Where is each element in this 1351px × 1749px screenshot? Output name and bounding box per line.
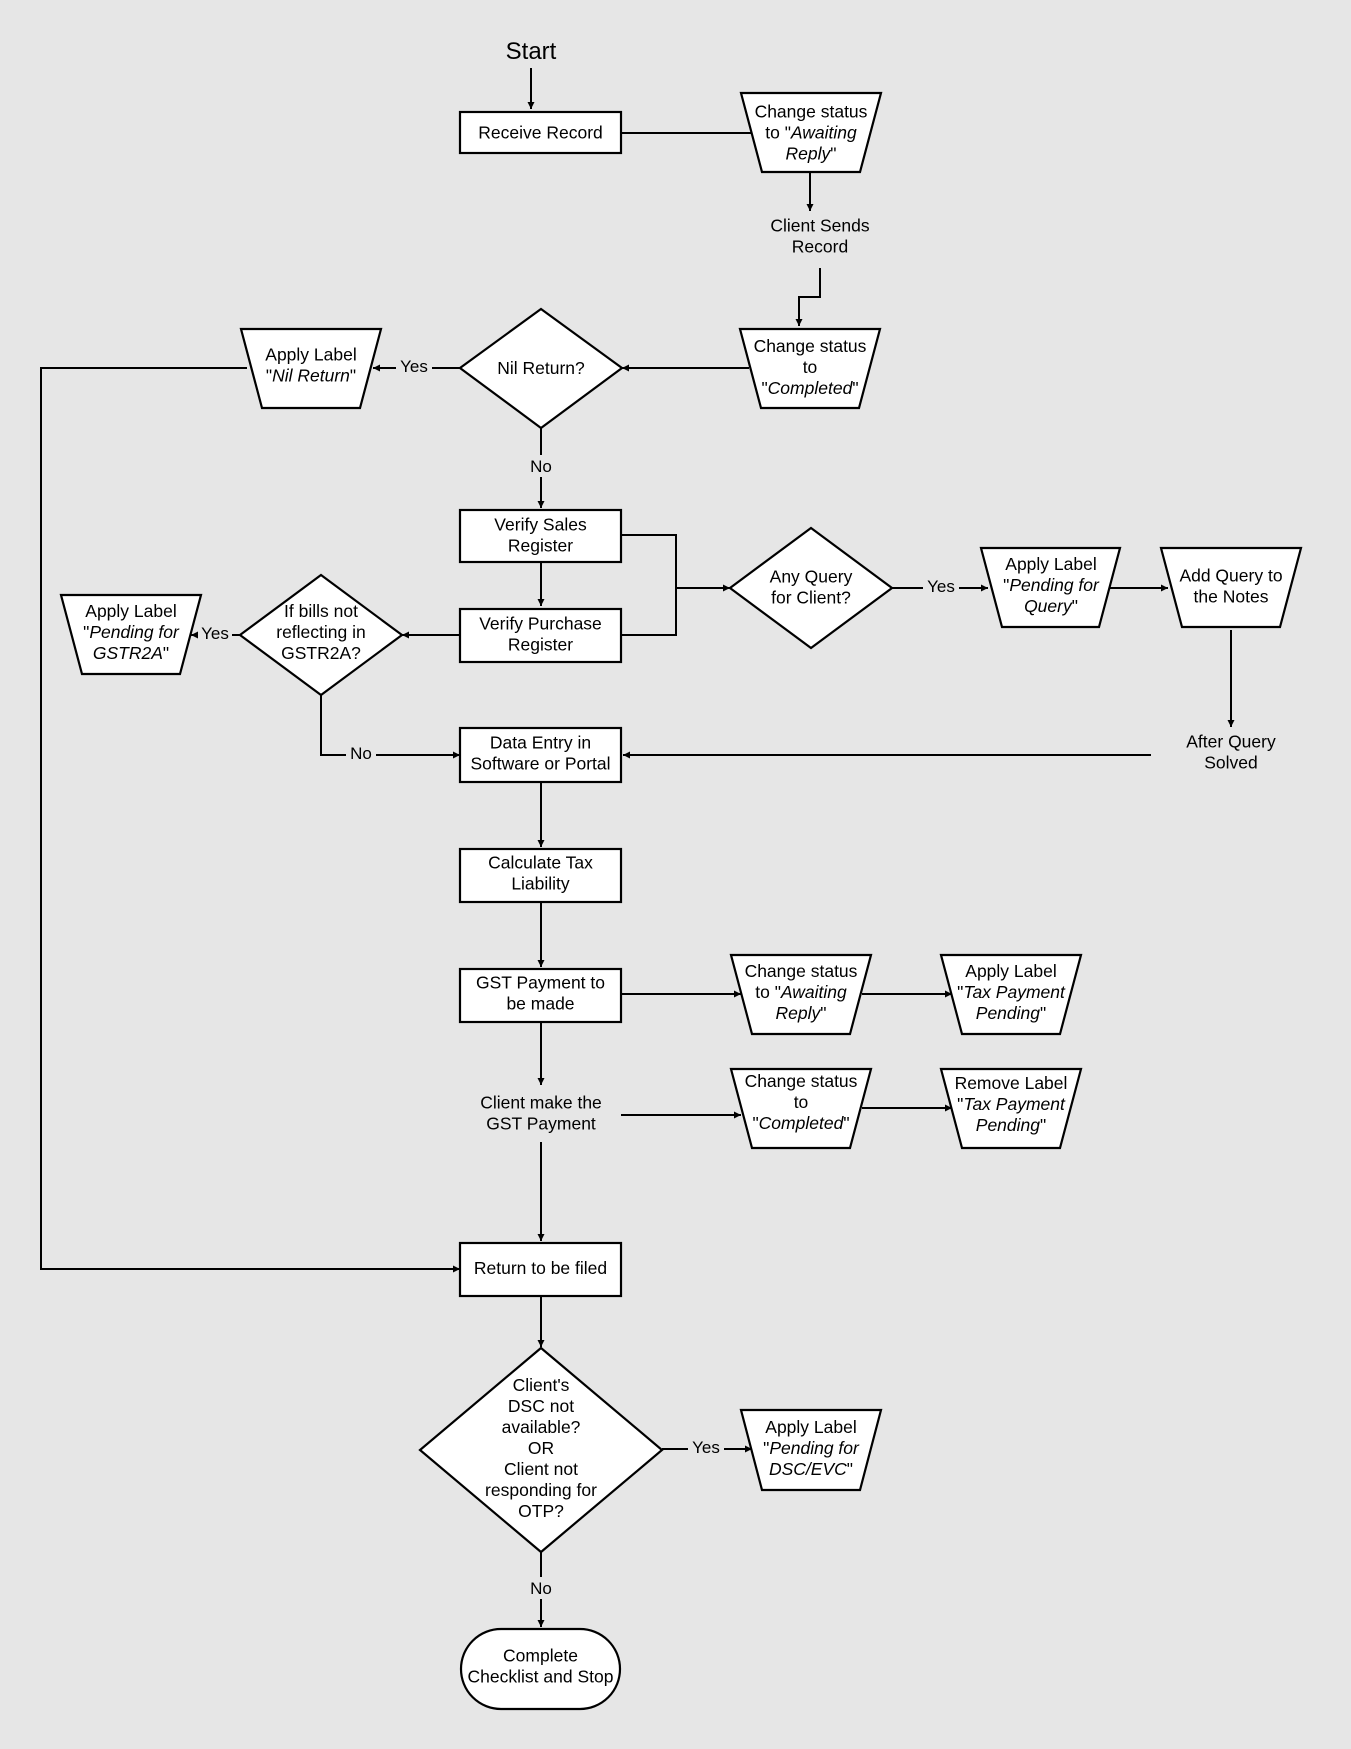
svg-text:Receive Record: Receive Record <box>478 123 603 143</box>
svg-text:Yes: Yes <box>927 577 955 596</box>
svg-text:Yes: Yes <box>400 357 428 376</box>
svg-text:Nil Return?: Nil Return? <box>497 358 585 378</box>
edge-client-sends-completed <box>795 268 821 326</box>
edge-label-dsc-no: No <box>526 1577 556 1599</box>
edge-label-gstr2a-yes: Yes <box>198 623 232 645</box>
svg-text:Apply Label"Nil Return": Apply Label"Nil Return" <box>265 345 356 386</box>
svg-text:Yes: Yes <box>692 1438 720 1457</box>
edge-label-dsc-yes: Yes <box>688 1436 724 1458</box>
svg-text:No: No <box>530 457 552 476</box>
node-return-to-be-filed: Return to be filed <box>458 1241 623 1298</box>
svg-text:Yes: Yes <box>201 624 229 643</box>
connectors <box>40 68 1235 1627</box>
edge-label-nil-yes: Yes <box>396 355 432 377</box>
node-apply-label-nil-return: Apply Label"Nil Return" <box>239 327 383 410</box>
svg-text:No: No <box>350 744 372 763</box>
node-nil-return-decision: Nil Return? <box>458 307 624 430</box>
edge-label-query-yes: Yes <box>923 575 959 597</box>
svg-text:Return to be filed: Return to be filed <box>474 1258 607 1278</box>
edge-label-gstr2a-no: No <box>346 742 376 764</box>
edge-bills-no <box>320 695 460 759</box>
edge-labels: Yes No Yes No Yes Yes No <box>198 355 959 1599</box>
start-label: Start <box>506 38 557 65</box>
edge-label-nil-no: No <box>526 455 556 477</box>
svg-text:No: No <box>530 1579 552 1598</box>
edge-registers-query <box>621 534 730 636</box>
edge-nil-label-return <box>40 367 460 1273</box>
node-receive-record: Receive Record <box>458 110 623 155</box>
